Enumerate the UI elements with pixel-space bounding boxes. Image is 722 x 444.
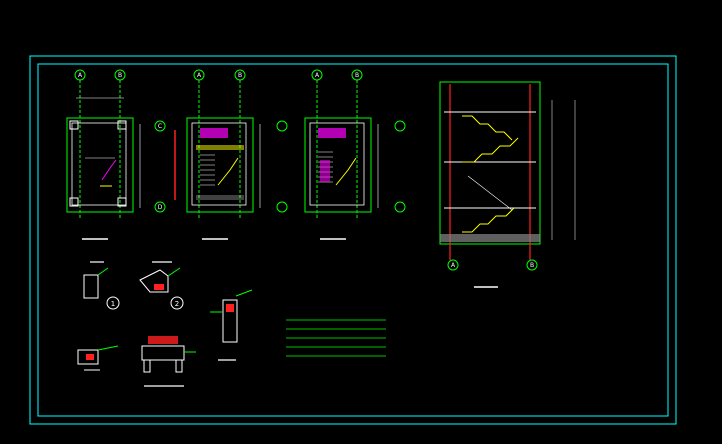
row-label: D [158, 204, 163, 211]
plan-outline [66, 117, 134, 213]
detail-2: 2 [139, 261, 184, 310]
stair-plan-1: A B C D [66, 69, 166, 240]
detail-marker: 1 [111, 300, 115, 308]
row-bubble-c [154, 120, 166, 132]
axis-label: A [451, 262, 456, 269]
detail-3 [210, 289, 253, 361]
axis-label: B [530, 262, 534, 269]
axis-label: B [118, 72, 122, 79]
axis-label: B [355, 72, 359, 79]
axis-label: B [238, 72, 242, 79]
stair-plan-2: A B [174, 69, 288, 240]
row-bubble-d [154, 201, 166, 213]
axis-label: A [315, 72, 320, 79]
detail-1: 1 [83, 261, 120, 310]
notes-block [286, 319, 386, 357]
detail-5 [141, 336, 196, 387]
inner-frame [37, 63, 669, 417]
axis-label: A [197, 72, 202, 79]
detail-marker: 2 [175, 300, 179, 308]
stair-section: A B [439, 81, 576, 288]
axis-label: A [78, 72, 83, 79]
detail-4 [77, 345, 119, 371]
row-label: C [158, 123, 162, 130]
outer-frame [29, 55, 677, 425]
stair-plan-3: A B [304, 69, 406, 240]
